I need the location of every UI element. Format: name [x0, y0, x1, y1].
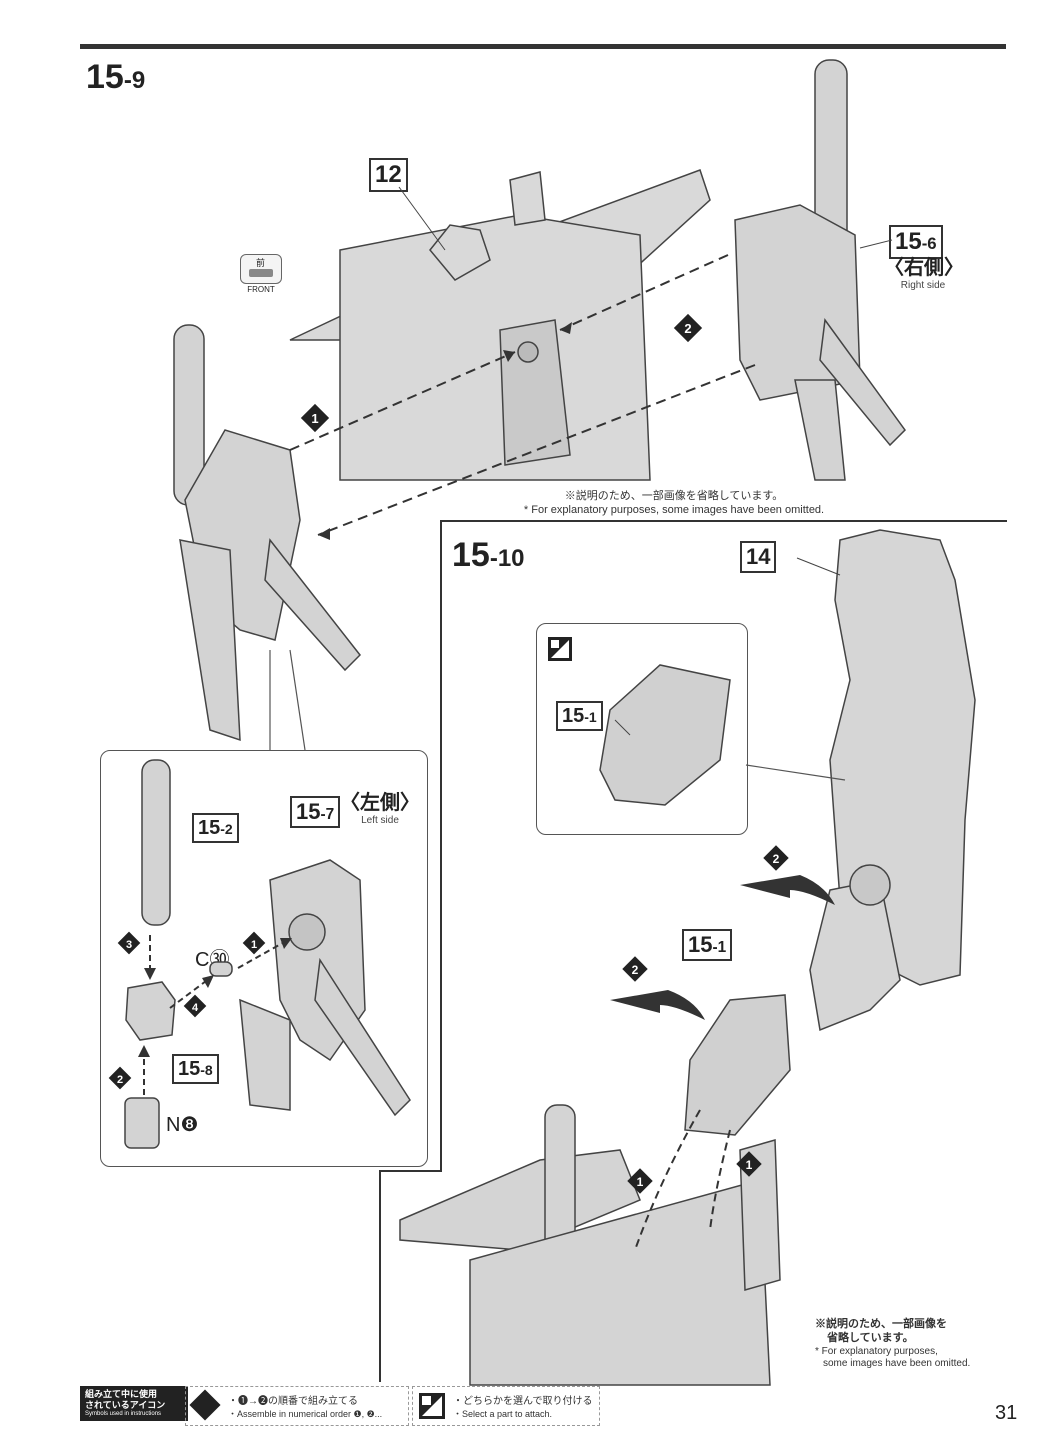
part-label-12: 12	[369, 158, 408, 192]
frame-top-15-10	[440, 520, 1007, 522]
svg-text:4: 4	[192, 1002, 199, 1014]
part-label-15-8: 15-8	[172, 1054, 219, 1084]
svg-text:2: 2	[773, 852, 780, 866]
svg-text:1: 1	[746, 1158, 753, 1172]
omitted-note-15-9: ※説明のため、一部画像を省略しています。 * For explanatory p…	[523, 490, 825, 516]
page-number: 31	[995, 1402, 1018, 1424]
panel-callout-line	[745, 764, 846, 781]
part-15-1-attach	[684, 994, 791, 1136]
svg-text:2: 2	[684, 321, 691, 336]
part-label-15-1: 15-1	[682, 929, 733, 961]
leg-part-14	[796, 529, 976, 1032]
footer-order-legend: ・❶→❷の順番で組み立てる ・Assemble in numerical ord…	[185, 1386, 409, 1426]
svg-text:1: 1	[251, 939, 257, 951]
arrowheads-15-9	[318, 322, 572, 540]
polycap-n8	[124, 1097, 160, 1149]
arrowheads-detail	[138, 938, 292, 1057]
order-diamond-icon	[189, 1389, 221, 1421]
select-part-icon	[548, 637, 572, 661]
lower-torso-assembly	[399, 1104, 781, 1386]
step-number-2-lower-icon: 2	[622, 956, 648, 982]
left-side-assembly-15-7	[173, 324, 361, 742]
part-label-15-2: 15-2	[192, 813, 239, 843]
part-label-15-6: 15-6	[889, 225, 943, 259]
footer-select-legend: ・どちらかを選んで取り付ける ・Select a part to attach.	[412, 1386, 600, 1426]
right-side-label: 〈右側〉 Right side	[884, 257, 964, 291]
rotate-arrows-15-10	[610, 875, 835, 1020]
step-title-15-10: 15-10	[452, 536, 525, 574]
select-icon	[419, 1393, 445, 1419]
footer-legend-title: 組み立て中に使用 されているアイコン Symbols used in instr…	[80, 1386, 188, 1421]
svg-text:3: 3	[126, 939, 132, 951]
svg-text:1: 1	[637, 1175, 644, 1189]
front-icon: 前 FRONT	[240, 254, 282, 296]
detail-part-15-1	[599, 664, 731, 806]
left-side-label: 〈左側〉 Left side	[340, 792, 420, 826]
part-label-n8: N❽	[166, 1114, 199, 1136]
right-side-assembly-15-6	[734, 59, 906, 481]
detail-parts	[124, 759, 411, 1149]
step-number-1-icon: 1	[300, 403, 330, 433]
step-title-15-9: 15-9	[86, 58, 146, 96]
pin-c30	[209, 961, 233, 977]
svg-text:2: 2	[117, 1074, 123, 1086]
svg-text:2: 2	[632, 963, 639, 977]
frame-left-lower-15-10	[379, 1170, 381, 1382]
rod-part-15-2	[141, 759, 171, 926]
top-rule	[80, 44, 1006, 49]
joint-part-15-8	[125, 981, 176, 1041]
step-number-2-upper-icon: 2	[763, 845, 789, 871]
svg-text:1: 1	[311, 411, 318, 426]
omitted-note-15-10: ※説明のため、一部画像を 省略しています。 * For explanatory …	[815, 1318, 971, 1369]
torso-part-12	[289, 169, 711, 481]
frame-left-15-10	[440, 520, 442, 1170]
part-label-14: 14	[740, 541, 777, 573]
callout-line-right	[289, 649, 306, 751]
frame-step-15-10	[379, 1170, 442, 1172]
part-label-15-7: 15-7	[290, 796, 341, 828]
dashed-guide-arrows-15-9	[289, 254, 756, 536]
dashed-guide-arrows-15-10	[634, 1109, 731, 1251]
part-label-15-1-detail: 15-1	[556, 701, 603, 731]
step-number-2-icon: 2	[673, 313, 703, 343]
